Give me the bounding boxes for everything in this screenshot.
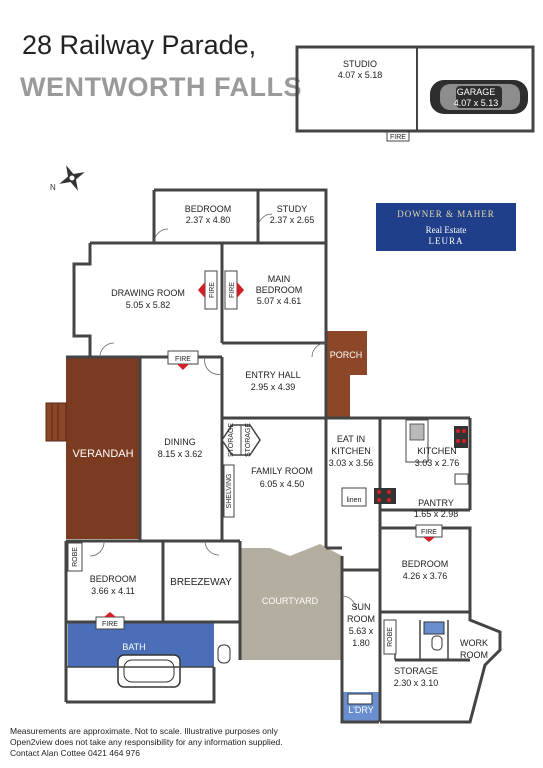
kitchen-name: KITCHEN [417,446,457,456]
sun-room-name1: SUN [351,602,370,612]
porch-area [326,331,367,418]
verandah-steps [45,402,67,442]
entry-hall-name: ENTRY HALL [245,370,300,380]
family-room-name: FAMILY ROOM [251,466,313,476]
bedroom-left-size: 3.66 x 4.11 [91,586,135,596]
linen-label: linen [347,497,362,504]
bedroom-top-size: 2.37 x 4.80 [186,215,231,225]
family-room-size: 6.05 x 4.50 [260,479,305,489]
car-icon [430,80,528,114]
logo-line3: LEURA [428,236,464,246]
bedroom-top-name: BEDROOM [185,204,232,214]
dining-name: DINING [164,437,196,447]
courtyard-name: COURTYARD [262,596,319,606]
disclaimer-line2: Open2view does not take any responsibili… [10,737,283,747]
study-name: STUDY [277,204,308,214]
main-bedroom-size: 5.07 x 4.61 [257,296,302,306]
verandah-area [66,357,140,539]
kitchen-size: 3.03 x 2.76 [415,458,460,468]
garage-size: 4.07 x 5.13 [454,98,499,108]
robe-left [67,542,83,572]
robe-right [383,619,397,655]
pantry-name: PANTRY [418,498,454,508]
internal-walls [65,620,449,668]
disclaimer: Measurements are approximate. Not to sca… [10,726,283,759]
work-room-name1: WORK [460,638,488,648]
studio-size: 4.07 x 5.18 [338,70,383,80]
storage-bottom-size: 2.30 x 3.10 [394,678,439,688]
toilet-right-icon [431,635,443,651]
address-line1: 28 Railway Parade, [22,30,257,60]
eat-in-kitchen-name1: EAT IN [337,434,365,444]
robe-left-label: ROBE [72,547,79,567]
eat-in-kitchen-size: 3.03 x 3.56 [329,458,374,468]
storage-left-label: STORAGE [228,423,235,457]
fire-bedroom-left: FIRE [95,612,125,630]
eat-in-kitchen-name2: KITCHEN [331,446,371,456]
dining-size: 8.15 x 3.62 [158,449,203,459]
toilet-bath-icon [217,644,231,664]
fire-drawing: FIRE [198,270,218,310]
compass-icon: N [50,165,85,192]
storage-bottom-name: STORAGE [394,666,438,676]
main-bedroom-name1: MAIN [268,274,291,284]
entry-hall-size: 2.95 x 4.39 [251,382,296,392]
courtyard-area [240,544,342,660]
svg-text:FIRE: FIRE [421,529,437,536]
laundry-name: L'DRY [348,705,374,715]
door-swings [89,213,357,611]
svg-text:FIRE: FIRE [229,282,236,298]
study-size: 2.37 x 2.65 [270,215,315,225]
house-walls [64,188,502,724]
svg-text:FIRE: FIRE [209,282,216,298]
vanity-right-icon [423,621,445,635]
address-line2: WENTWORTH FALLS [20,72,302,102]
agency-logo: DOWNER & MAHER Real Estate LEURA [376,203,516,251]
disclaimer-contact: Contact Alan Cottee 0421 464 976 [10,748,140,758]
sun-room-size2: 1.80 [352,638,370,648]
svg-text:FIRE: FIRE [102,621,118,628]
robe-right-label: ROBE [387,627,394,647]
pantry-cupboard [454,473,469,485]
logo-line1: DOWNER & MAHER [397,209,495,219]
fire-main-bedroom: FIRE [224,270,244,310]
studio-name: STUDIO [343,59,377,69]
main-bedroom-name2: BEDROOM [256,285,303,295]
pantry-size: 1.65 x 2.98 [414,509,459,519]
disclaimer-line1: Measurements are approximate. Not to sca… [10,726,278,736]
drawing-room-size: 5.05 x 5.82 [126,300,171,310]
bedroom-right-name: BEDROOM [402,559,449,569]
linen-cupboard [341,487,367,507]
bath-name: BATH [122,642,145,652]
bedroom-left-name: BEDROOM [90,574,137,584]
shelving-label: SHELVING [226,474,233,509]
laundry-tub-icon [347,693,373,705]
breezeway-name: BREEZEWAY [170,577,232,588]
verandah-name: VERANDAH [72,448,133,460]
garage-name: GARAGE [457,87,496,97]
logo-line2: Real Estate [425,225,467,235]
studio-garage-outline [295,45,535,133]
sun-room-name2: ROOM [347,614,375,624]
studio-fire [386,131,410,142]
stove-icon [454,426,468,448]
drawing-room-name: DRAWING ROOM [111,288,185,298]
kitchen-sink-icon [409,423,425,441]
fire-bedroom-right: FIRE [415,524,443,542]
svg-text:N: N [50,183,56,192]
work-room-name2: ROOM [460,650,488,660]
shelving-unit [223,464,235,518]
storage-right-label: STORAGE [245,423,252,457]
svg-text:FIRE: FIRE [175,356,191,363]
bedroom-right-size: 4.26 x 3.76 [403,571,448,581]
porch-name: PORCH [330,350,363,360]
studio-fire-label: FIRE [390,134,406,141]
fire-dining: FIRE [167,350,199,370]
cooktop-icon [374,488,396,504]
sun-room-size1: 5.63 x [349,626,374,636]
